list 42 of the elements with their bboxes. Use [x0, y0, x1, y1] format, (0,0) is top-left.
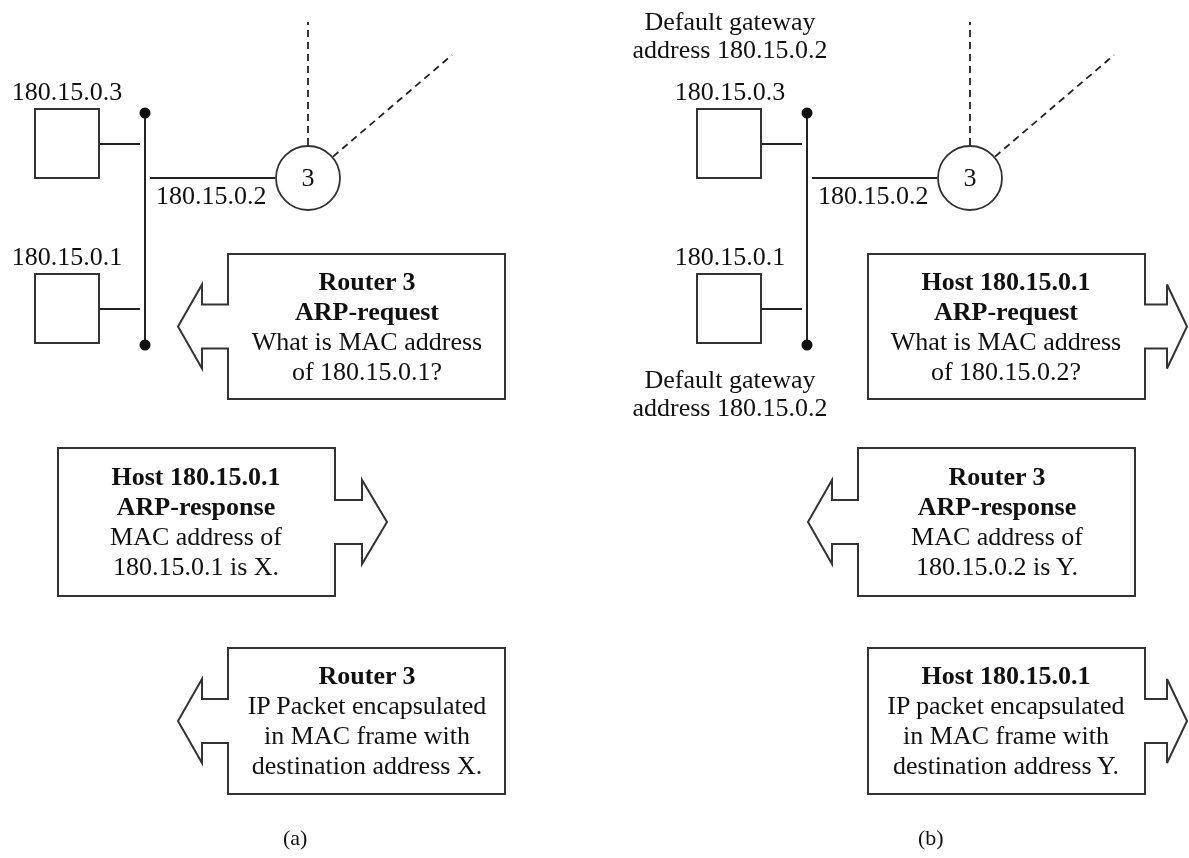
- callout-text: What is MAC address of 180.15.0.1?: [250, 326, 484, 387]
- block-arrow-callout: [177, 253, 506, 400]
- panel-caption: (b): [918, 826, 944, 850]
- block-arrow-callout: [867, 253, 1188, 400]
- dashed-link-line: [969, 21, 971, 146]
- callout-heading: ARP-request: [933, 296, 1079, 327]
- link-line: [811, 177, 938, 179]
- callout-text: IP Packet encapsulated in MAC frame with destination address X.: [246, 691, 488, 781]
- gateway-note: Default gateway address 180.15.0.2: [631, 366, 829, 422]
- block-arrow-callout: [807, 447, 1136, 597]
- link-line: [761, 143, 803, 145]
- block-arrow-callout: [867, 647, 1188, 795]
- link-line: [149, 177, 276, 179]
- block-arrow-callout: [177, 647, 506, 795]
- callout-heading: Host 180.15.0.1: [920, 661, 1092, 691]
- callout-text: MAC address of 180.15.0.1 is X.: [109, 522, 283, 582]
- link-line: [761, 308, 803, 310]
- gateway-note: Default gateway address 180.15.0.2: [631, 8, 829, 64]
- link-line: [99, 308, 141, 310]
- dashed-link-line: [307, 21, 309, 146]
- callout-heading: Router 3: [317, 661, 417, 691]
- dashed-link-line: [994, 54, 1115, 158]
- callout-heading: ARP-response: [115, 492, 277, 522]
- router-number: 3: [301, 164, 315, 192]
- callout-heading: ARP-response: [916, 492, 1078, 522]
- link-line: [99, 143, 141, 145]
- callout-text: IP packet encapsulated in MAC frame with destination address Y.: [886, 691, 1126, 781]
- host-address: 180.15.0.3: [673, 78, 787, 106]
- router-number: 3: [963, 164, 977, 192]
- host-address: 180.15.0.3: [10, 78, 124, 106]
- callout-text: MAC address of 180.15.0.2 is Y.: [910, 522, 1084, 582]
- callout-text: What is MAC address of 180.15.0.2?: [889, 326, 1123, 387]
- callout-heading: Host 180.15.0.1: [110, 462, 282, 492]
- panel-caption: (a): [283, 826, 308, 850]
- host-address: 180.15.0.1: [673, 243, 787, 271]
- block-arrow-callout: [57, 447, 388, 597]
- host-address: 180.15.0.1: [10, 243, 124, 271]
- callout-heading: Router 3: [947, 462, 1047, 492]
- dashed-link-line: [332, 54, 453, 158]
- callout-heading: Router 3: [317, 266, 417, 297]
- callout-heading: Host 180.15.0.1: [920, 266, 1092, 297]
- callout-heading: ARP-request: [294, 296, 440, 327]
